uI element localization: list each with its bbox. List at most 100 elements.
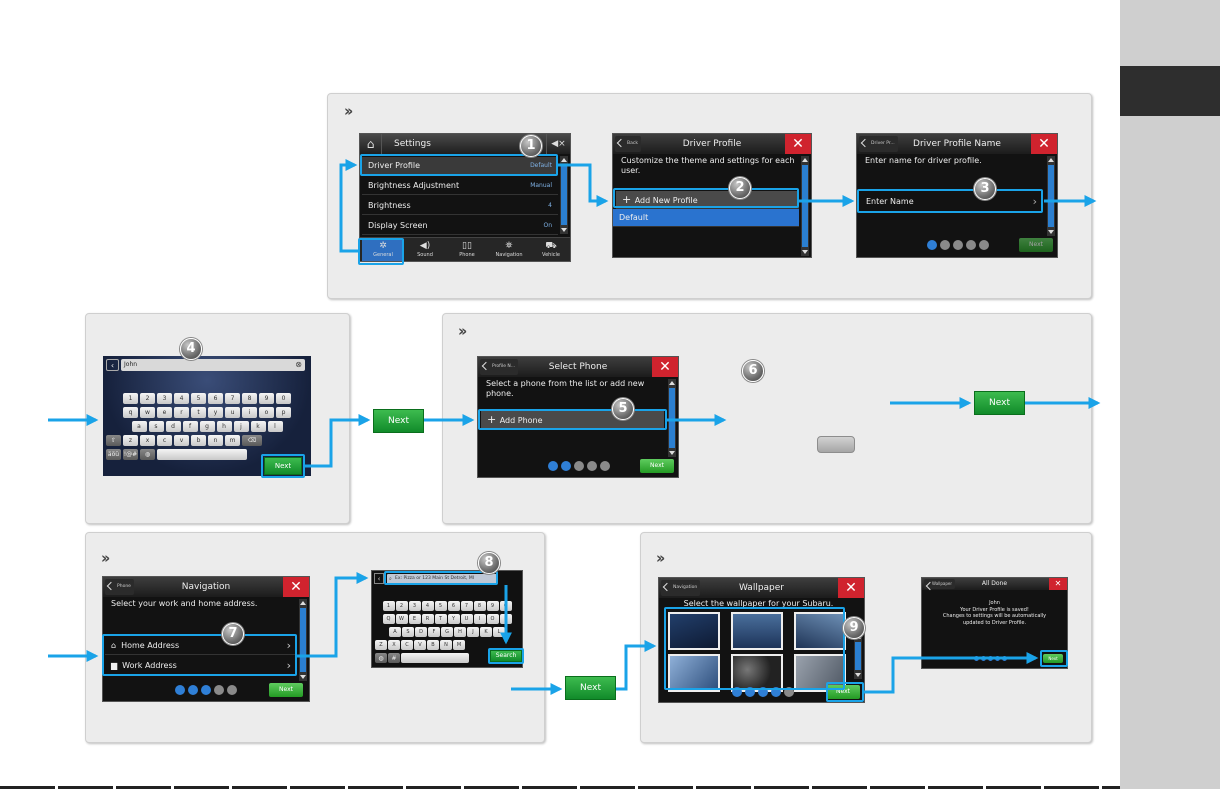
key-o[interactable]: o	[259, 407, 274, 418]
wallpaper-thumb-4[interactable]	[668, 654, 720, 692]
key-0[interactable]: 0	[276, 393, 291, 404]
back-button[interactable]: Phone	[105, 579, 134, 595]
key-e[interactable]: E	[408, 614, 421, 624]
close-button[interactable]: ✕	[785, 134, 811, 154]
tab-navigation[interactable]: ⛯Navigation	[488, 239, 530, 261]
key-k[interactable]: k	[250, 421, 266, 432]
settings-scrollbar[interactable]	[560, 156, 568, 234]
key-z[interactable]: z	[123, 435, 138, 446]
key-i[interactable]: i	[242, 407, 257, 418]
tab-sound[interactable]: ◀)Sound	[404, 239, 446, 261]
key-c[interactable]: c	[157, 435, 172, 446]
wallpaper-thumb-1[interactable]	[668, 612, 720, 650]
key-z[interactable]: Z	[375, 640, 387, 650]
key-9[interactable]: 9	[259, 393, 274, 404]
key-p[interactable]: p	[276, 407, 291, 418]
backspace-icon[interactable]: ⌫	[242, 435, 262, 446]
key-c[interactable]: C	[401, 640, 413, 650]
wallpaper-thumb-5[interactable]	[731, 654, 783, 692]
key-q[interactable]: Q	[382, 614, 395, 624]
back-button[interactable]: Wallpaper	[924, 579, 956, 589]
key-x[interactable]: X	[388, 640, 400, 650]
driver-profile-scrollbar[interactable]	[801, 156, 809, 256]
key-q[interactable]: q	[123, 407, 138, 418]
key-d[interactable]: d	[165, 421, 181, 432]
key-3[interactable]: 3	[157, 393, 172, 404]
key-m[interactable]: m	[225, 435, 240, 446]
key-space[interactable]	[157, 449, 247, 460]
next-button-1[interactable]: Next	[373, 409, 424, 433]
key-l[interactable]: L	[493, 627, 505, 637]
key-k[interactable]: K	[480, 627, 492, 637]
key-w[interactable]: W	[395, 614, 408, 624]
key-t[interactable]: T	[434, 614, 447, 624]
home-address-row[interactable]: ⌂Home Address›	[105, 637, 295, 655]
key-0[interactable]: 0	[499, 601, 512, 611]
key-m[interactable]: M	[453, 640, 465, 650]
name-input[interactable]: John⊗	[121, 359, 305, 371]
phone-scrollbar[interactable]	[668, 379, 676, 457]
tab-phone[interactable]: ▯▯Phone	[446, 239, 488, 261]
back-button[interactable]: Profile N...	[480, 359, 519, 375]
key-7[interactable]: 7	[460, 601, 473, 611]
key-3[interactable]: 3	[408, 601, 421, 611]
next-button-3[interactable]: Next	[565, 676, 616, 700]
key-7[interactable]: 7	[225, 393, 240, 404]
wallpaper-thumb-3[interactable]	[794, 612, 846, 650]
key-l[interactable]: l	[267, 421, 283, 432]
close-button[interactable]: ✕	[1049, 578, 1067, 590]
key-mode-symbols[interactable]: !@#	[123, 449, 138, 460]
key-v[interactable]: v	[174, 435, 189, 446]
key-g[interactable]: G	[441, 627, 453, 637]
back-button[interactable]: Driver Pr...	[859, 136, 898, 152]
shift-icon[interactable]: ⇧	[106, 435, 121, 446]
key-x[interactable]: x	[140, 435, 155, 446]
key-i[interactable]: I	[473, 614, 486, 624]
key-r[interactable]: r	[174, 407, 189, 418]
key-h[interactable]: H	[454, 627, 466, 637]
key-n[interactable]: n	[208, 435, 223, 446]
key-2[interactable]: 2	[395, 601, 408, 611]
key-5[interactable]: 5	[434, 601, 447, 611]
next-button-2[interactable]: Next	[974, 391, 1025, 415]
key-y[interactable]: Y	[447, 614, 460, 624]
wallpaper-thumb-2[interactable]	[731, 612, 783, 650]
key-t[interactable]: t	[191, 407, 206, 418]
clear-icon[interactable]: ⊗	[295, 360, 302, 369]
key-space[interactable]	[401, 653, 469, 663]
key-6[interactable]: 6	[447, 601, 460, 611]
globe-icon[interactable]: ◍	[140, 449, 155, 460]
back-button[interactable]: Navigation	[661, 580, 701, 596]
address-search-input[interactable]: ⌕Ex: Pizza or 123 Main St Detroit, MI	[387, 574, 497, 584]
close-button[interactable]: ✕	[652, 357, 678, 377]
key-9[interactable]: 9	[486, 601, 499, 611]
search-button[interactable]: Search	[490, 650, 522, 662]
key-b[interactable]: B	[427, 640, 439, 650]
key-d[interactable]: D	[415, 627, 427, 637]
key-5[interactable]: 5	[191, 393, 206, 404]
key-j[interactable]: j	[233, 421, 249, 432]
key-f[interactable]: F	[428, 627, 440, 637]
key-a[interactable]: A	[389, 627, 401, 637]
key-1[interactable]: 1	[382, 601, 395, 611]
key-f[interactable]: f	[182, 421, 198, 432]
key-v[interactable]: V	[414, 640, 426, 650]
keyboard-back-button[interactable]: ‹	[374, 573, 384, 584]
wallpaper-scrollbar[interactable]	[854, 633, 862, 679]
key-j[interactable]: J	[467, 627, 479, 637]
default-profile-row[interactable]: Default	[613, 209, 799, 227]
keyboard-next-button[interactable]: Next	[264, 457, 302, 475]
key-a[interactable]: a	[131, 421, 147, 432]
next-button[interactable]: Next	[1019, 238, 1053, 252]
key-mode-symbols[interactable]: #	[388, 653, 400, 663]
key-y[interactable]: y	[208, 407, 223, 418]
close-button[interactable]: ✕	[838, 578, 864, 598]
key-4[interactable]: 4	[174, 393, 189, 404]
navigation-scrollbar[interactable]	[299, 599, 307, 681]
tab-general[interactable]: ✲General	[362, 239, 404, 261]
close-button[interactable]: ✕	[1031, 134, 1057, 154]
close-button[interactable]: ✕	[283, 577, 309, 597]
